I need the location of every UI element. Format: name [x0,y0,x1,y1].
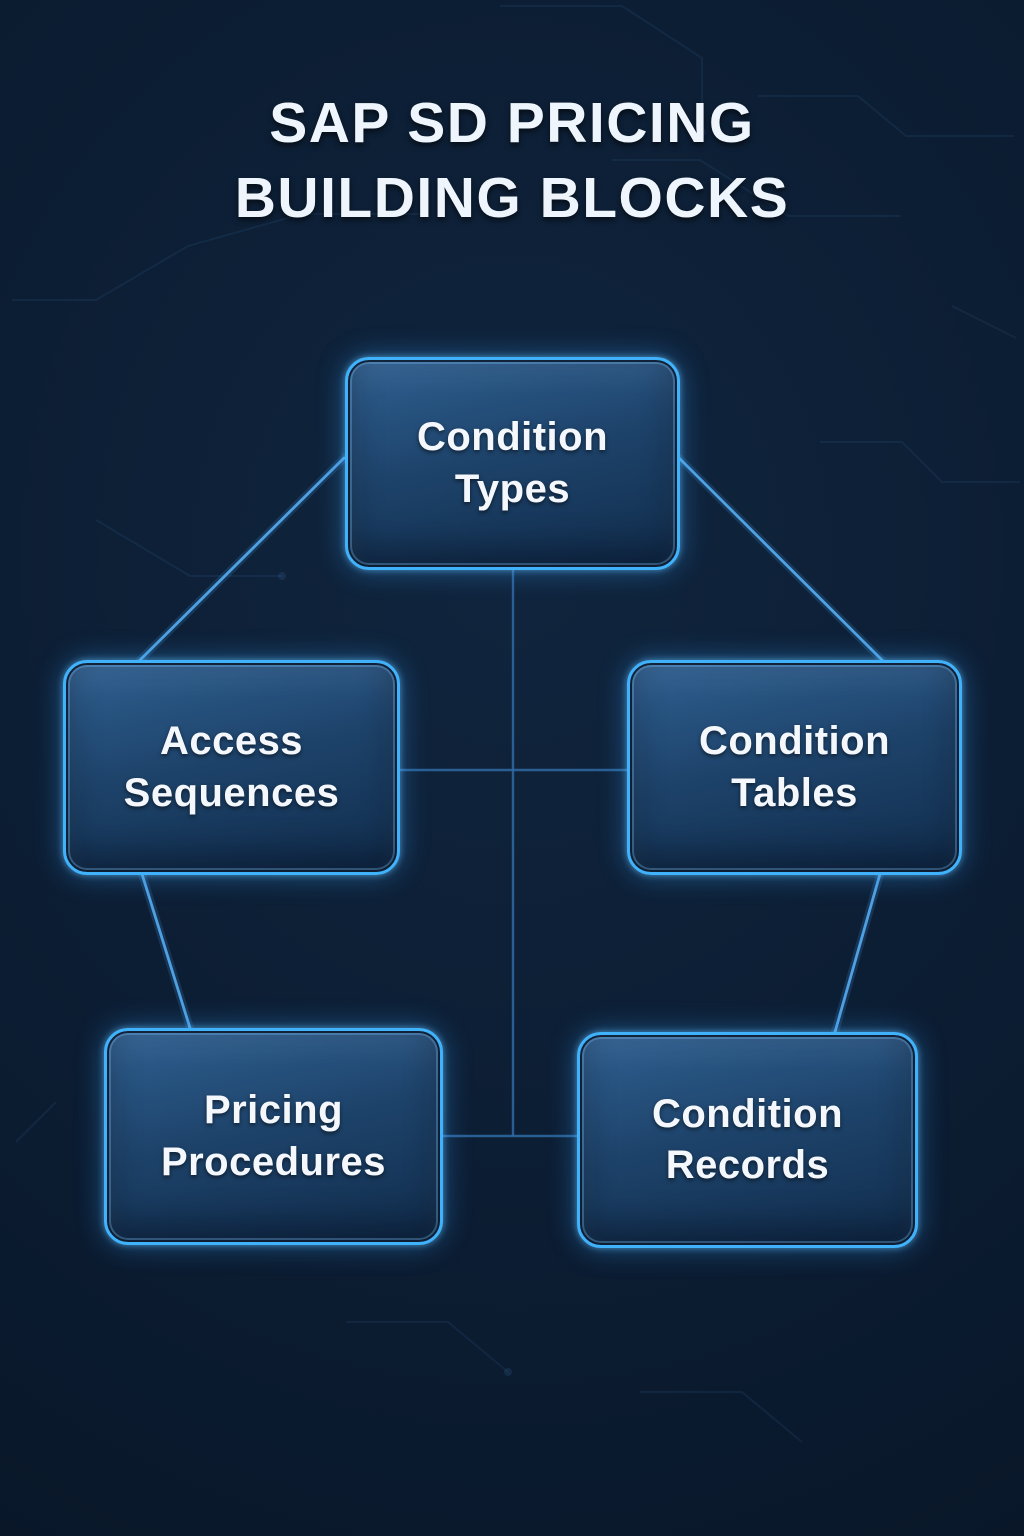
node-label-line: Sequences [123,770,340,815]
connector-types-to-access [136,454,348,664]
node-label-line: Tables [731,770,858,815]
node-label-line: Condition [698,719,891,764]
node-condition-types: Condition Types [345,357,680,570]
node-label-line: Access [159,719,304,764]
connector-tables-to-records [831,870,884,1036]
node-condition-tables-label: Condition Tables [699,716,890,818]
page-title: SAP SD PRICING BUILDING BLOCKS [0,86,1024,236]
page-title-line-2: BUILDING BLOCKS [234,166,790,231]
node-label-line: Condition [416,415,609,460]
node-label-line: Records [665,1143,830,1187]
connector-types-to-tables [675,454,886,664]
node-access-sequences: Access Sequences [63,660,400,875]
node-condition-records-label: Condition Records [652,1089,843,1191]
node-label-line: Types [454,466,571,511]
node-label-line: Procedures [160,1139,387,1184]
node-label-line: Pricing [203,1088,344,1133]
node-condition-records: Condition Records [577,1032,918,1248]
node-label-line: Condition [651,1091,844,1136]
node-pricing-procedures: Pricing Procedures [104,1028,443,1245]
node-condition-types-label: Condition Types [417,412,608,514]
page-title-line-1: SAP SD PRICING [269,91,755,155]
node-condition-tables: Condition Tables [627,660,962,875]
node-access-sequences-label: Access Sequences [124,716,340,818]
node-pricing-procedures-label: Pricing Procedures [161,1085,386,1187]
connector-access-to-procedures [138,870,194,1032]
